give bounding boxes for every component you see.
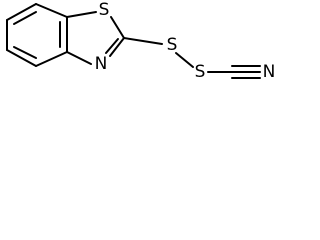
atom-s-link-2: S — [195, 62, 206, 82]
atom-n-ring: N — [95, 54, 108, 74]
bond-ring-c2-n-double — [105, 38, 119, 54]
bond-ring-n-c — [66, 51, 92, 65]
atom-labels: S N S S N — [95, 0, 276, 82]
bond-ring-s-top — [66, 11, 97, 18]
benzene-ring — [6, 3, 68, 67]
atom-s-link-1: S — [167, 35, 178, 55]
bond-benzene-5 — [35, 51, 68, 67]
atom-n-nitrile: N — [263, 62, 276, 82]
bond-s-s-link — [175, 52, 194, 68]
bond-benzene-4 — [6, 49, 37, 67]
bond-benzene-inner-2 — [13, 46, 37, 59]
atom-s-ring: S — [99, 0, 110, 20]
bond-benzene-1 — [35, 3, 68, 18]
bond-c2-s-link — [123, 37, 163, 45]
thiocyanate-chain — [123, 37, 261, 79]
bond-benzene-2 — [6, 3, 37, 21]
bond-benzene-inner-1 — [13, 11, 37, 25]
bond-ring-s-c2 — [110, 16, 125, 39]
thiazole-ring — [66, 11, 125, 65]
chemical-structure: S N S S N — [6, 0, 276, 82]
bond-ring-c2-n — [109, 37, 125, 57]
